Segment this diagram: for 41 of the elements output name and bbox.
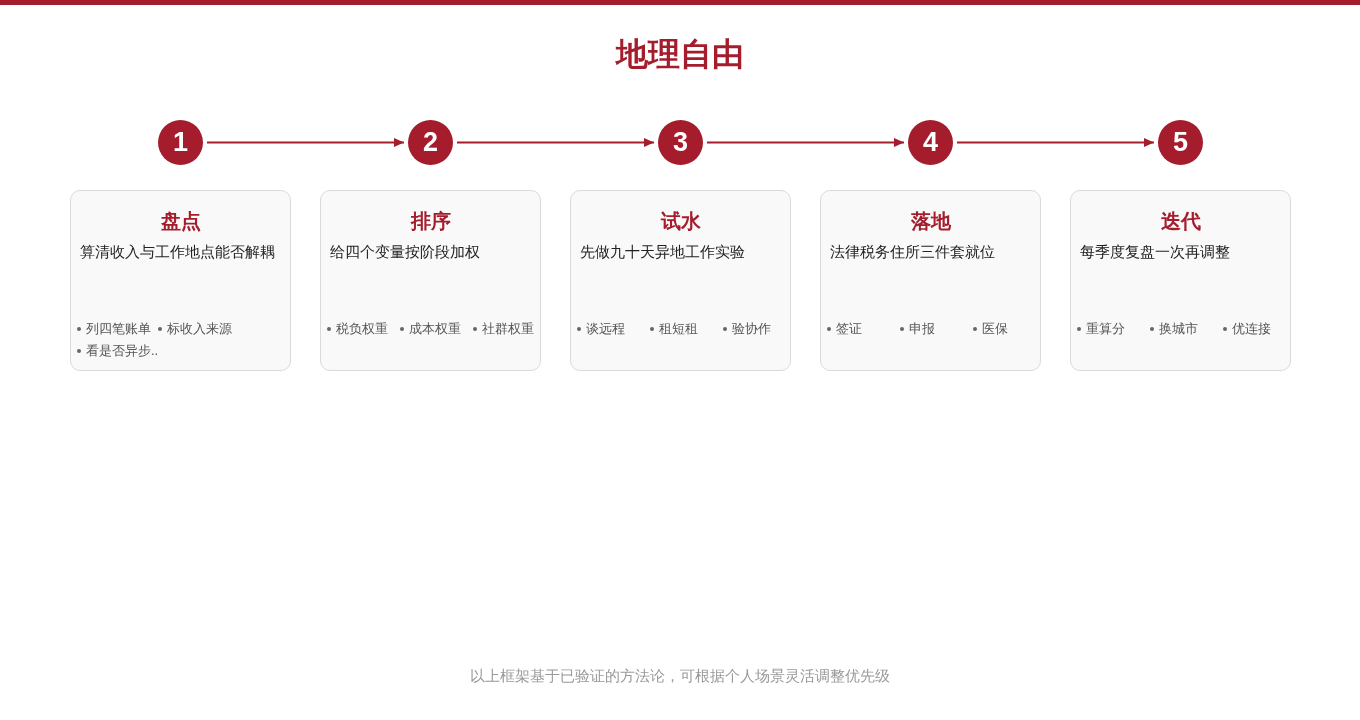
list-item-text: 优连接 <box>1232 320 1271 338</box>
card-title: 盘点 <box>160 209 201 234</box>
list-item-text: 医保 <box>982 320 1008 338</box>
step-card <box>70 190 291 371</box>
arrow <box>956 138 1155 147</box>
arrow <box>706 138 905 147</box>
step-card <box>570 190 791 371</box>
arrow <box>456 138 655 147</box>
list-item-text: 列四笔账单 <box>86 320 151 338</box>
list-item-text: 谈远程 <box>586 320 625 338</box>
step-number-circle: 3 <box>658 120 703 165</box>
card-description: 每季度复盘一次再调整 <box>1080 243 1230 262</box>
list-item-text: 税负权重 <box>336 320 388 338</box>
list-item-text: 看是否异步.. <box>86 342 159 360</box>
arrow <box>206 138 405 147</box>
card-title: 落地 <box>910 209 951 234</box>
list-item-text: 重算分 <box>1086 320 1125 338</box>
list-item-text: 申报 <box>909 320 935 338</box>
list-item-text: 租短租 <box>659 320 698 338</box>
list-item-text: 换城市 <box>1159 320 1198 338</box>
step-card <box>820 190 1041 371</box>
card-description: 给四个变量按阶段加权 <box>330 243 480 262</box>
caption-text: 以上框架基于已验证的方法论，可根据个人场景灵活调整优先级 <box>470 666 890 686</box>
step-card <box>1070 190 1291 371</box>
list-item-text: 社群权重 <box>482 320 534 338</box>
list-item-text: 成本权重 <box>409 320 461 338</box>
step-number-circle: 4 <box>908 120 953 165</box>
list-item-text: 签证 <box>836 320 862 338</box>
step-number-circle: 2 <box>408 120 453 165</box>
card-title: 排序 <box>410 209 451 234</box>
list-item-text: 验协作 <box>732 320 771 338</box>
card-description: 法律税务住所三件套就位 <box>830 243 995 262</box>
step-number-circle: 5 <box>1158 120 1203 165</box>
diagram-title: 地理自由 <box>616 35 744 74</box>
card-description: 算清收入与工作地点能否解耦 <box>80 243 275 262</box>
card-title: 迭代 <box>1160 209 1201 234</box>
step-card <box>320 190 541 371</box>
step-number-circle: 1 <box>158 120 203 165</box>
card-description: 先做九十天异地工作实验 <box>580 243 745 262</box>
card-title: 试水 <box>660 209 701 234</box>
list-item-text: 标收入来源 <box>167 320 232 338</box>
